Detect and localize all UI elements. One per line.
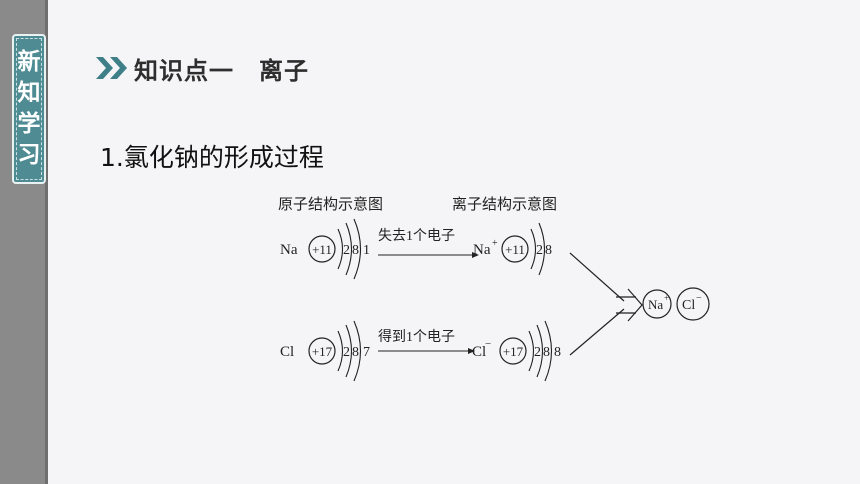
na-ion-shell-2: 8 bbox=[545, 243, 552, 258]
product-na-symbol: Na bbox=[648, 297, 663, 312]
new-knowledge-tag: 新 知 学 习 bbox=[12, 34, 46, 184]
nacl-formation-diagram: 原子结构示意图 离子结构示意图 Na +11 2 8 1 失去1个电子 Na +… bbox=[278, 195, 710, 382]
cl-nucleus-charge: +17 bbox=[312, 344, 333, 359]
nacl-product: Na + Cl − bbox=[642, 287, 710, 321]
cl-nucleus bbox=[308, 337, 336, 365]
cl-product-circle bbox=[676, 287, 710, 321]
double-chevron-icon bbox=[96, 57, 127, 79]
cl-ion-charge: − bbox=[485, 338, 491, 350]
na-atom-symbol: Na bbox=[280, 242, 298, 258]
cl-shell-1: 2 bbox=[343, 345, 350, 360]
na-shell-1: 2 bbox=[343, 243, 350, 258]
cl-ion-nucleus-charge: +17 bbox=[503, 344, 524, 359]
na-nucleus-charge: +11 bbox=[312, 242, 332, 257]
ion-structure-label: 离子结构示意图 bbox=[452, 195, 557, 213]
cl-ion-symbol: Cl bbox=[472, 344, 486, 360]
product-na-charge: + bbox=[664, 293, 669, 303]
tag-char-4: 习 bbox=[17, 142, 41, 168]
cl-shell-3: 7 bbox=[363, 345, 370, 360]
na-row: Na +11 2 8 1 失去1个电子 Na + +11 2 8 bbox=[280, 218, 552, 280]
heading-text: 知识点一 离子 bbox=[134, 56, 309, 85]
tag-char-2: 知 bbox=[17, 80, 41, 106]
product-cl-charge: − bbox=[696, 293, 702, 304]
cl-atom-symbol: Cl bbox=[280, 344, 294, 360]
tag-char-3: 学 bbox=[17, 111, 41, 137]
cl-row: Cl +17 2 8 7 得到1个电子 Cl − +17 2 8 8 bbox=[280, 320, 561, 382]
atom-structure-label: 原子结构示意图 bbox=[278, 195, 383, 213]
cl-ion-shell-1: 2 bbox=[534, 345, 541, 360]
converging-arrow bbox=[569, 252, 643, 356]
cl-ion-nucleus bbox=[499, 337, 527, 365]
cl-arrow-label: 得到1个电子 bbox=[378, 328, 455, 345]
na-product-circle bbox=[642, 289, 672, 319]
cl-shell-2: 8 bbox=[352, 345, 359, 360]
product-cl-symbol: Cl bbox=[682, 298, 695, 313]
tag-char-1: 新 bbox=[17, 49, 41, 75]
cl-ion-shell-3: 8 bbox=[554, 345, 561, 360]
na-ion-charge: + bbox=[492, 238, 498, 249]
cl-ion-shell-2: 8 bbox=[543, 345, 550, 360]
na-nucleus bbox=[308, 235, 336, 263]
na-ion-shell-1: 2 bbox=[536, 243, 543, 258]
subheading: 1.氯化钠的形成过程 bbox=[100, 143, 324, 172]
na-arrow-label: 失去1个电子 bbox=[378, 228, 455, 244]
section-heading: 知识点一 离子 bbox=[96, 50, 309, 86]
na-shell-2: 8 bbox=[352, 243, 359, 258]
na-shell-3: 1 bbox=[363, 243, 370, 258]
na-ion-nucleus-charge: +11 bbox=[505, 242, 525, 257]
na-ion-nucleus bbox=[501, 235, 529, 263]
na-ion-symbol: Na bbox=[473, 242, 491, 258]
